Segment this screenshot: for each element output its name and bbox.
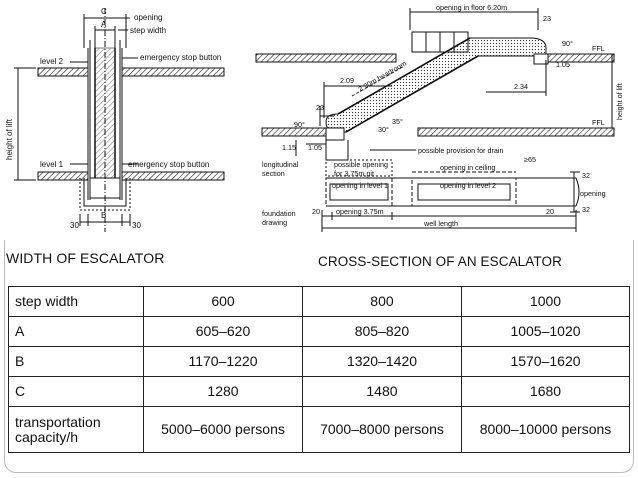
table-cell: 605–620	[143, 316, 303, 347]
label-angle-90-top: 90°	[562, 39, 573, 48]
label-dim-20-right: 20	[546, 207, 554, 216]
lower-slab-left	[261, 127, 327, 137]
label-opening-in-floor: opening in floor 6.20m	[436, 3, 507, 12]
label-dim-32-top: 32	[582, 171, 590, 180]
table-cell: 7000–8000 persons	[301, 406, 462, 453]
level1-slab-right	[121, 171, 225, 181]
label-ffl-bottom: FFL	[592, 118, 605, 127]
label-ffl-top: FFL	[592, 44, 605, 53]
label-for-pit: for 3.75m pit	[334, 169, 374, 178]
table-row: C 1280 1480 1680	[8, 376, 631, 407]
upper-slab-left	[255, 53, 397, 63]
row-label: step width	[8, 286, 144, 317]
label-c: C	[101, 7, 107, 16]
table-cell: 1170–1220	[143, 346, 303, 377]
label-possible-opening: possible opening	[334, 160, 388, 169]
lower-slab-right	[417, 127, 615, 137]
label-emergency-bottom: emergency stop button	[128, 160, 209, 169]
table-cell: 5000–6000 persons	[143, 406, 303, 453]
label-a: A	[101, 20, 107, 29]
label-dim-23-top: 23	[543, 14, 551, 23]
label-dim-32-bottom: 32	[582, 205, 590, 214]
label-opening-level1: opening in level 1	[332, 181, 388, 190]
table-cell: 1480	[301, 376, 462, 407]
label-longitudinal: longitudinal	[262, 160, 299, 169]
caption-cross-section: CROSS-SECTION OF AN ESCALATOR	[318, 254, 562, 269]
label-section: section	[262, 169, 285, 178]
table-row: step width 600 800 1000	[8, 286, 631, 317]
label-well-length: well length	[423, 219, 458, 228]
table-cell: 1320–1420	[301, 346, 462, 377]
escalator-drawings: C A opening step width level 2 emergency…	[5, 3, 624, 232]
label-height-of-lift-right: height of lift	[615, 83, 624, 120]
plan-drawing	[14, 8, 225, 232]
level2-slab-left	[37, 67, 89, 77]
table-row: B 1170–1220 1320–1420 1570–1620	[8, 346, 631, 377]
label-opening-375: opening 3.75m	[336, 207, 384, 216]
label-dim-209: 2.09	[340, 76, 354, 85]
caption-width-of-escalator: WIDTH OF ESCALATOR	[6, 250, 165, 266]
label-opening: opening	[134, 13, 162, 22]
row-label: transportation capacity/h	[8, 406, 144, 453]
label-dim-265: ≥65	[524, 155, 536, 164]
label-b: B	[101, 211, 106, 220]
table-row: A 605–620 805–820 1005–1020	[8, 316, 631, 347]
row-label: C	[8, 376, 144, 407]
label-dim-23-left: 23	[316, 103, 324, 112]
label-dim-105-right: 1.05	[556, 60, 570, 69]
level2-slab-right	[121, 67, 225, 77]
label-foundation: foundation	[262, 209, 296, 218]
label-dim-105-left: 1.05	[308, 143, 322, 152]
table-cell: 8000–10000 persons	[460, 406, 631, 453]
label-dim-30-left: 30	[70, 221, 79, 230]
table-cell: 1280	[143, 376, 303, 407]
label-height-of-lift: height of lift	[5, 118, 14, 160]
label-angle-90-left: 90°	[294, 120, 305, 129]
row-label: A	[8, 316, 144, 347]
label-angle-35: 35°	[392, 117, 403, 126]
label-drawing: drawing	[262, 218, 287, 227]
row-label: B	[8, 346, 144, 377]
table-cell: 805–820	[301, 316, 462, 347]
plan-labels: C A opening step width level 2 emergency…	[5, 7, 221, 230]
label-opening-right: opening	[580, 189, 606, 198]
table-cell: 800	[301, 286, 462, 317]
table-cell: 1000	[460, 286, 631, 317]
table-cell: 1570–1620	[460, 346, 631, 377]
section-drawing	[255, 8, 615, 232]
label-dim-30-right: 30	[132, 221, 141, 230]
label-level2: level 2	[40, 57, 64, 66]
label-dim-20-left: 20	[312, 207, 320, 216]
label-emergency-top: emergency stop button	[140, 53, 221, 62]
label-opening-level2: opening in level 2	[440, 181, 496, 190]
label-step-width: step width	[130, 26, 166, 35]
label-angle-30: 30°	[378, 125, 389, 134]
label-level1: level 1	[40, 160, 64, 169]
label-drain: possible provision for drain	[418, 146, 504, 155]
label-dim-115: 1.15	[282, 143, 296, 152]
label-dim-234: 2.34	[514, 82, 528, 91]
table-cell: 1680	[460, 376, 631, 407]
table-cell: 1005–1020	[460, 316, 631, 347]
table-row: transportation capacity/h 5000–6000 pers…	[8, 406, 631, 453]
table-cell: 600	[143, 286, 303, 317]
label-opening-ceiling: opening in ceiling	[440, 163, 496, 172]
escalator-spec-table: step width 600 800 1000 A 605–620 805–82…	[8, 286, 631, 453]
